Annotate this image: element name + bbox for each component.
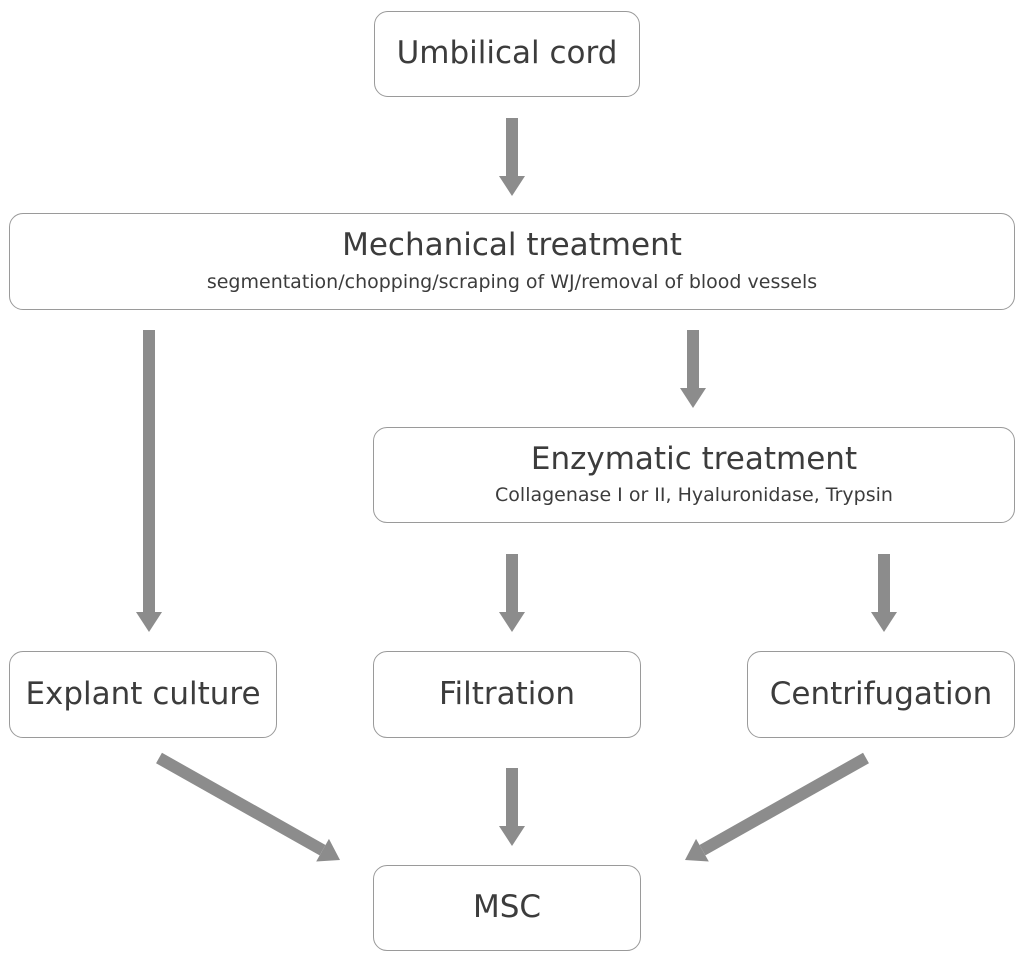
node-umbilical-cord: Umbilical cord [374,11,640,97]
node-enzymatic-treatment-title: Enzymatic treatment [530,440,858,477]
arrow-explant-to-msc-head [316,838,340,862]
arrow-enzymatic-to-centrifugation [871,554,897,632]
node-centrifugation: Centrifugation [747,651,1015,738]
arrow-filtration-to-msc-head [499,826,525,846]
node-explant-culture-title: Explant culture [25,675,261,712]
arrow-explant-to-msc [156,752,340,862]
node-msc-title: MSC [472,889,542,926]
arrow-mechanical-to-explant-head [136,612,162,632]
arrow-enzymatic-to-filtration-head [499,612,525,632]
node-mechanical-treatment: Mechanical treatment segmentation/choppi… [9,213,1015,310]
node-mechanical-treatment-subtitle: segmentation/chopping/scraping of WJ/rem… [206,270,818,293]
arrow-explant-to-msc-shaft [156,752,326,856]
node-enzymatic-treatment-subtitle: Collagenase I or II, Hyaluronidase, Tryp… [495,484,893,507]
arrow-centrifugation-to-msc [685,752,869,862]
node-filtration: Filtration [373,651,641,738]
arrow-mechanical-to-enzymatic-head [680,388,706,408]
arrow-filtration-to-msc [499,768,525,846]
arrow-cord-to-mechanical [499,118,525,196]
node-enzymatic-treatment: Enzymatic treatment Collagenase I or II,… [373,427,1015,523]
node-centrifugation-title: Centrifugation [769,675,993,712]
arrow-cord-to-mechanical-head [499,176,525,196]
node-msc: MSC [373,865,641,951]
node-mechanical-treatment-title: Mechanical treatment [342,227,682,264]
node-umbilical-cord-title: Umbilical cord [396,35,618,72]
node-explant-culture: Explant culture [9,651,277,738]
arrow-centrifugation-to-msc-shaft [699,752,869,856]
arrow-enzymatic-to-filtration [499,554,525,632]
arrow-enzymatic-to-centrifugation-head [871,612,897,632]
arrow-centrifugation-to-msc-head [685,838,709,862]
arrow-mechanical-to-enzymatic [680,330,706,408]
arrow-mechanical-to-explant [136,330,162,632]
node-filtration-title: Filtration [438,675,576,712]
